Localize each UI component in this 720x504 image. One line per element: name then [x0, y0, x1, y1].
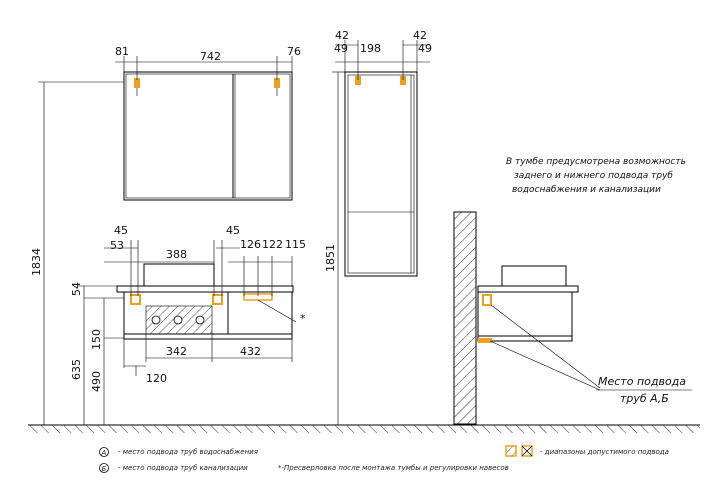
tall-cabinet — [344, 71, 418, 277]
mirror-hanger-right — [274, 78, 280, 96]
asterisk-mark: * — [300, 312, 306, 325]
dim-120: 120 — [146, 372, 167, 385]
dim-mirror-right: 76 — [287, 45, 301, 58]
tall-hanger-right — [400, 76, 406, 85]
dim-1851: 1851 — [324, 244, 337, 272]
dim-cab-115: 115 — [285, 238, 306, 251]
dim-cab-388: 388 — [166, 248, 187, 261]
callout-line-1: Место подвода — [598, 375, 686, 388]
floor — [28, 424, 700, 433]
dim-mirror-width: 742 — [200, 50, 221, 63]
dim-150: 150 — [90, 329, 103, 350]
dim-side-198: 198 — [360, 42, 381, 55]
dim-54: 54 — [70, 282, 83, 296]
legend-b-symbol: Б — [102, 465, 107, 473]
vanity-dim-lines — [104, 240, 297, 323]
dim-cab-45-right: 45 — [226, 224, 240, 237]
dim-cab-122: 122 — [262, 238, 283, 251]
legend-b-text: - место подвода труб канализации — [118, 464, 248, 472]
note-line-3: водоснабжения и канализации — [512, 185, 661, 195]
dim-cab-53: 53 — [110, 239, 124, 252]
mirror-dimension-line — [115, 56, 293, 80]
legend-range-text: - диапазоны допустимого подвода — [540, 448, 669, 456]
pipe-callout-leaders — [489, 304, 692, 391]
legend-asterisk-text: *-Пресверловка после монтажа тумбы и рег… — [278, 464, 509, 472]
dim-cab-45-left: 45 — [114, 224, 128, 237]
dim-432: 432 — [240, 345, 261, 358]
dim-side-49-right: 49 — [418, 42, 432, 55]
tall-hanger-left — [355, 76, 361, 85]
dim-342: 342 — [166, 345, 187, 358]
dim-635: 635 — [70, 359, 83, 380]
dim-side-42-left: 42 — [335, 29, 349, 42]
vertical-dims — [38, 81, 124, 425]
legend-b: Б - место подвода труб канализации — [99, 463, 248, 473]
legend-range: - диапазоны допустимого подвода — [505, 445, 669, 457]
legend-a-text: - место подвода труб водоснабжения — [118, 448, 258, 456]
legend-a: А - место подвода труб водоснабжения — [99, 447, 258, 457]
legend-a-symbol: А — [101, 449, 107, 457]
vanity-bottom-dims — [123, 334, 293, 376]
dim-mirror-left: 81 — [115, 45, 129, 58]
dim-490: 490 — [90, 371, 103, 392]
dim-side-42-right: 42 — [413, 29, 427, 42]
dim-line-1851 — [332, 71, 345, 425]
callout-line-2: труб А,Б — [620, 392, 669, 405]
dim-cab-126: 126 — [240, 238, 261, 251]
mirror-hanger-left — [134, 78, 140, 96]
vanity-unit-front — [116, 263, 294, 340]
note-line-1: В тумбе предусмотрена возможность — [506, 157, 686, 167]
wall-section — [453, 211, 579, 425]
mirror-cabinet-front — [123, 71, 293, 201]
dim-1834: 1834 — [30, 248, 43, 276]
dim-side-49-left: 49 — [334, 42, 348, 55]
note-line-2: заднего и нижнего подвода труб — [514, 171, 673, 181]
tall-dimension-lines — [335, 40, 430, 80]
